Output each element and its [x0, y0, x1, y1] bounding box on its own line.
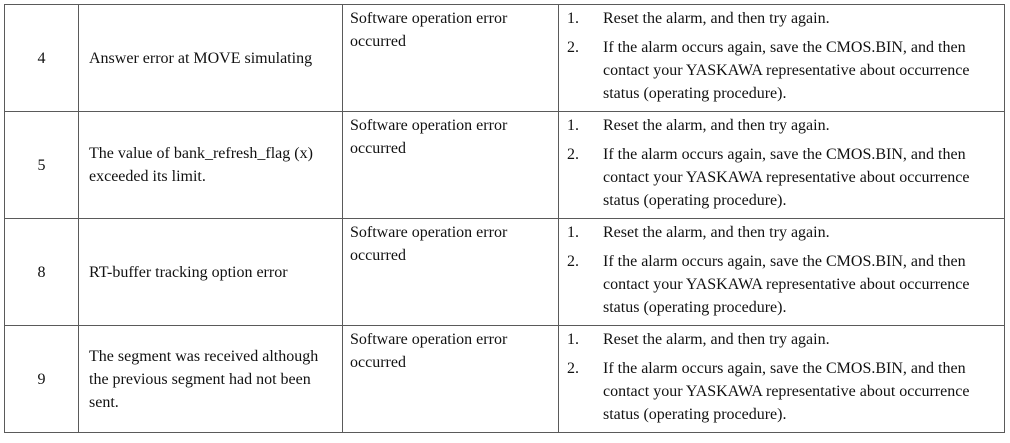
cause-cell: Software operation error occurred: [342, 111, 559, 219]
remedy-cell: 1. Reset the alarm, and then try again. …: [558, 218, 1005, 326]
table-row: 4 Answer error at MOVE simulating Softwa…: [4, 4, 1005, 112]
description-cell: Answer error at MOVE simulating: [78, 4, 343, 112]
subcode-cell: 4: [4, 4, 79, 112]
step-number: 2.: [567, 39, 579, 56]
step-number: 1.: [567, 117, 579, 134]
alarm-subcode-table: 4 Answer error at MOVE simulating Softwa…: [4, 4, 1005, 433]
subcode-cell: 5: [4, 111, 79, 219]
step-number: 1.: [567, 10, 579, 27]
table-row: 8 RT-buffer tracking option error Softwa…: [4, 218, 1005, 326]
remedy-step: 2. If the alarm occurs again, save the C…: [567, 250, 996, 319]
step-number: 1.: [567, 224, 579, 241]
description-cell: RT-buffer tracking option error: [78, 218, 343, 326]
remedy-cell: 1. Reset the alarm, and then try again. …: [558, 4, 1005, 112]
step-number: 1.: [567, 331, 579, 348]
step-text: Reset the alarm, and then try again.: [603, 117, 830, 134]
remedy-step: 1. Reset the alarm, and then try again.: [567, 328, 996, 351]
step-number: 2.: [567, 146, 579, 163]
cause-cell: Software operation error occurred: [342, 325, 559, 433]
step-text: Reset the alarm, and then try again.: [603, 331, 830, 348]
step-text: If the alarm occurs again, save the CMOS…: [603, 39, 970, 102]
cause-cell: Software operation error occurred: [342, 4, 559, 112]
cause-cell: Software operation error occurred: [342, 218, 559, 326]
remedy-cell: 1. Reset the alarm, and then try again. …: [558, 111, 1005, 219]
remedy-step: 2. If the alarm occurs again, save the C…: [567, 143, 996, 212]
step-number: 2.: [567, 360, 579, 377]
description-cell: The segment was received although the pr…: [78, 325, 343, 433]
step-text: If the alarm occurs again, save the CMOS…: [603, 146, 970, 209]
remedy-step: 2. If the alarm occurs again, save the C…: [567, 357, 996, 426]
step-number: 2.: [567, 253, 579, 270]
remedy-step: 1. Reset the alarm, and then try again.: [567, 221, 996, 244]
step-text: Reset the alarm, and then try again.: [603, 10, 830, 27]
table-row: 9 The segment was received although the …: [4, 325, 1005, 433]
remedy-step: 2. If the alarm occurs again, save the C…: [567, 36, 996, 105]
remedy-cell: 1. Reset the alarm, and then try again. …: [558, 325, 1005, 433]
description-cell: The value of bank_refresh_flag (x) excee…: [78, 111, 343, 219]
subcode-cell: 9: [4, 325, 79, 433]
step-text: If the alarm occurs again, save the CMOS…: [603, 253, 970, 316]
remedy-step: 1. Reset the alarm, and then try again.: [567, 7, 996, 30]
step-text: If the alarm occurs again, save the CMOS…: [603, 360, 970, 423]
subcode-cell: 8: [4, 218, 79, 326]
remedy-step: 1. Reset the alarm, and then try again.: [567, 114, 996, 137]
table-row: 5 The value of bank_refresh_flag (x) exc…: [4, 111, 1005, 219]
step-text: Reset the alarm, and then try again.: [603, 224, 830, 241]
